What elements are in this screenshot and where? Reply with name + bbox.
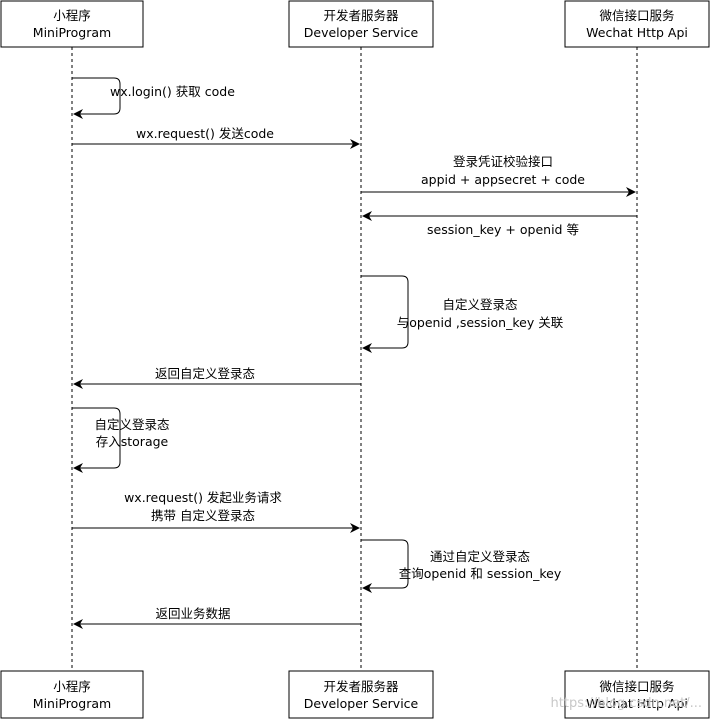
participant-label: MiniProgram bbox=[33, 25, 111, 40]
message-label: session_key + openid 等 bbox=[427, 222, 579, 237]
message-label: 返回业务数据 bbox=[155, 606, 230, 621]
message-label: 查询openid 和 session_key bbox=[399, 566, 562, 581]
message-label: 返回自定义登录态 bbox=[155, 366, 255, 381]
participant-wechat-api-top: 微信接口服务 Wechat Http Api bbox=[564, 0, 710, 48]
participant-label: Developer Service bbox=[304, 696, 419, 711]
participant-label: 微信接口服务 bbox=[599, 8, 674, 23]
message-label: appid + appsecret + code bbox=[421, 172, 585, 187]
self-message-arrow bbox=[72, 407, 121, 473]
message-label: 通过自定义登录态 bbox=[430, 549, 530, 564]
self-message-arrow bbox=[72, 77, 121, 119]
watermark-text: https://blog.csdn.net/... bbox=[551, 696, 702, 711]
message-label: 与openid ,session_key 关联 bbox=[397, 315, 564, 330]
message-label: 自定义登录态 bbox=[94, 417, 169, 432]
participant-developer-service-bottom: 开发者服务器 Developer Service bbox=[288, 670, 434, 719]
self-message-arrow bbox=[361, 539, 409, 593]
participant-wechat-api-bottom: 微信接口服务 Wechat Http Api bbox=[564, 670, 710, 719]
message-label: 存入storage bbox=[96, 434, 169, 449]
message-label: 携带 自定义登录态 bbox=[151, 508, 255, 523]
participant-label: 小程序 bbox=[53, 679, 91, 694]
participant-miniprogram-bottom: 小程序 MiniProgram bbox=[0, 670, 144, 719]
participant-label: 微信接口服务 bbox=[599, 679, 674, 694]
participant-label: 小程序 bbox=[53, 8, 91, 23]
participant-label: Wechat Http Api bbox=[586, 25, 688, 40]
participant-label: Developer Service bbox=[304, 25, 419, 40]
message-label: wx.request() 发起业务请求 bbox=[124, 490, 282, 505]
participant-label: Wechat Http Api bbox=[586, 696, 688, 711]
participant-label: MiniProgram bbox=[33, 696, 111, 711]
message-label: 自定义登录态 bbox=[442, 297, 517, 312]
message-label: 登录凭证校验接口 bbox=[453, 154, 553, 169]
participant-label: 开发者服务器 bbox=[323, 679, 399, 694]
participant-miniprogram-top: 小程序 MiniProgram bbox=[0, 0, 144, 48]
message-label: wx.request() 发送code bbox=[136, 126, 274, 141]
self-message-arrow bbox=[361, 275, 409, 353]
message-label: wx.login() 获取 code bbox=[110, 84, 235, 99]
participant-label: 开发者服务器 bbox=[323, 8, 399, 23]
participant-developer-service-top: 开发者服务器 Developer Service bbox=[288, 0, 434, 48]
